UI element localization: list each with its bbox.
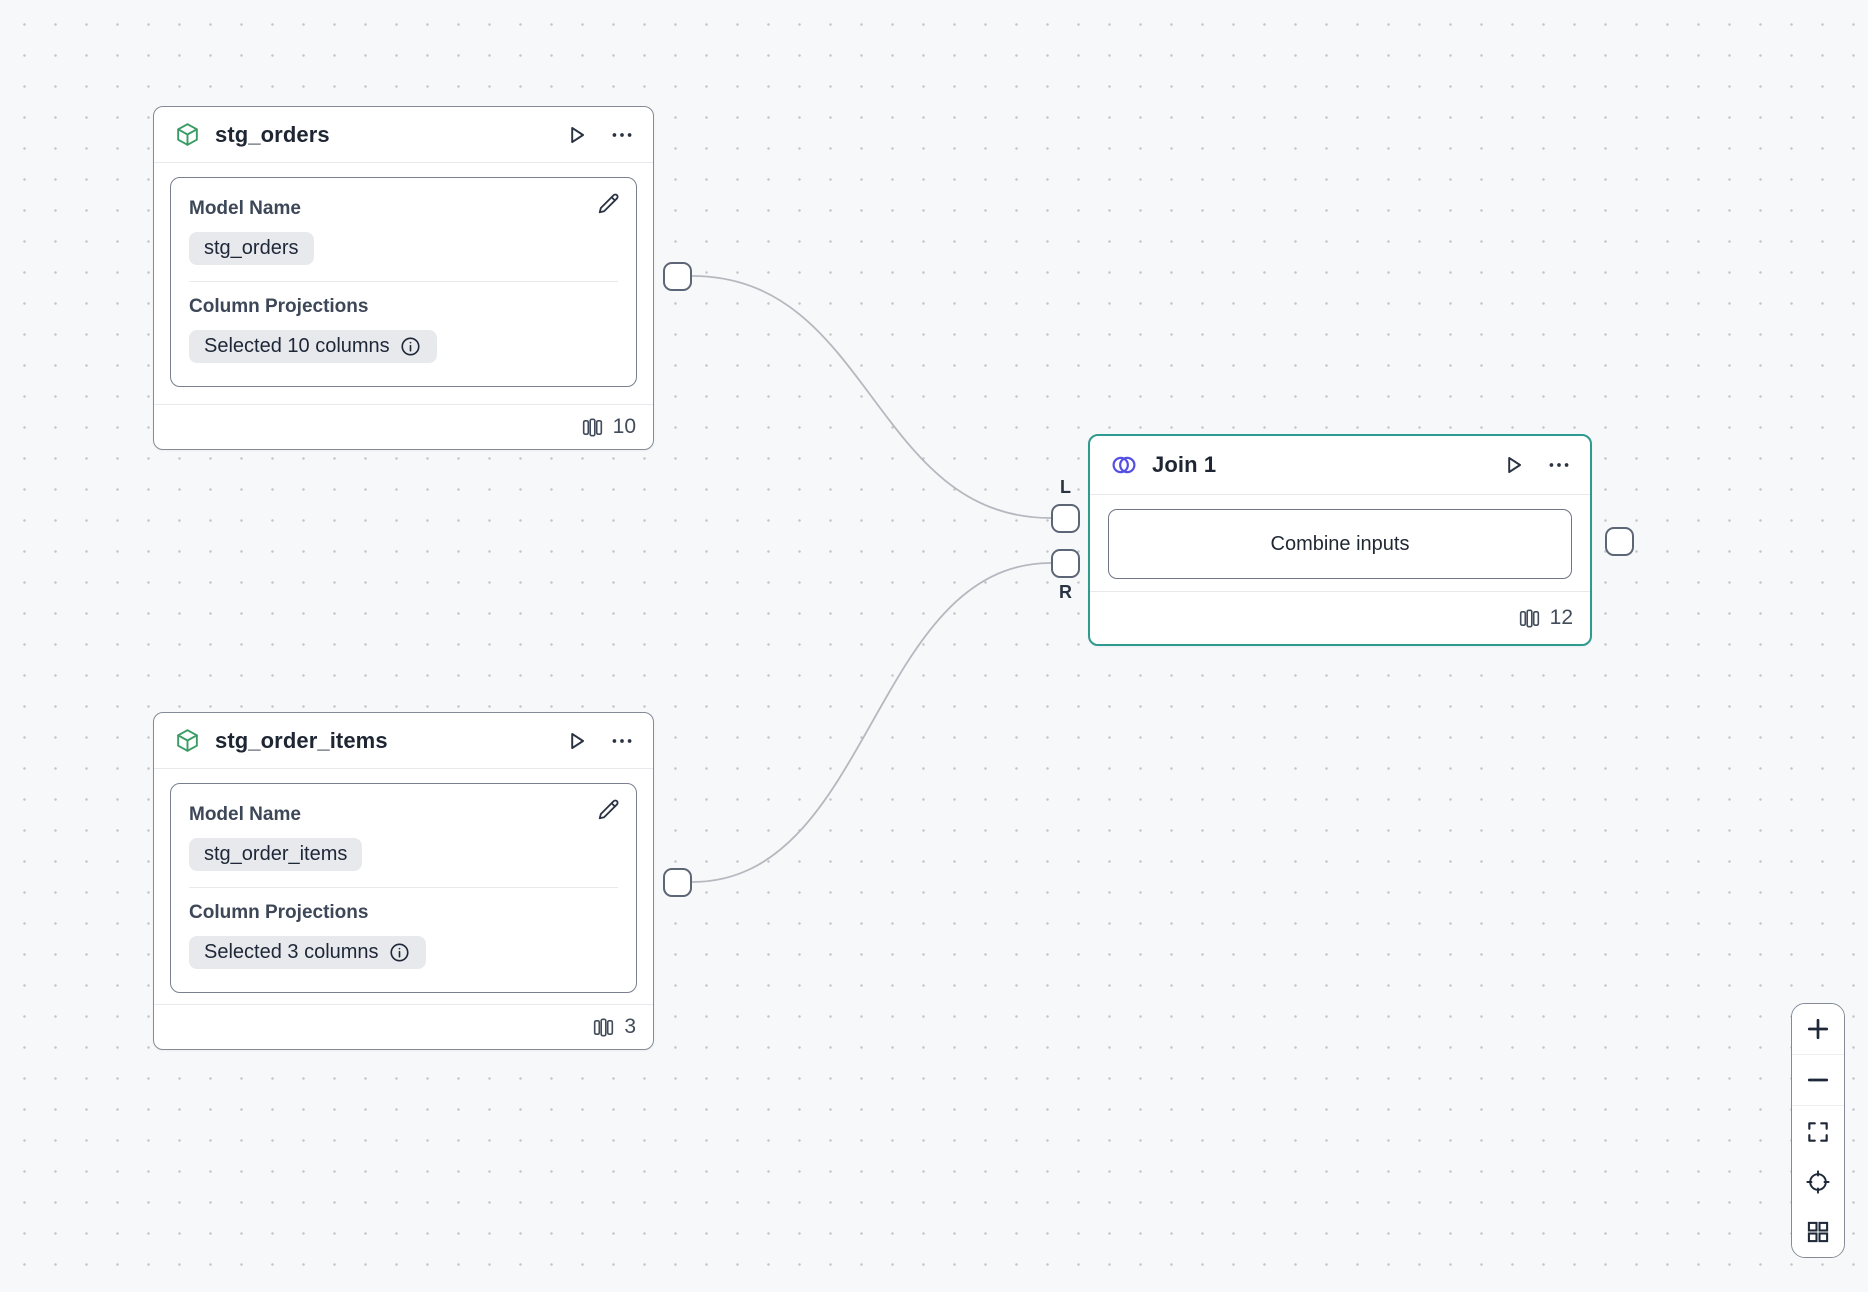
cube-icon bbox=[174, 121, 201, 148]
node-stg-orders[interactable]: stg_orders Model Name bbox=[153, 106, 654, 450]
info-circle-icon[interactable] bbox=[399, 335, 422, 358]
node-join-1[interactable]: Join 1 Combine inputs bbox=[1088, 434, 1592, 646]
column-count: 3 bbox=[624, 1015, 636, 1038]
node-stg-order-items-footer: 3 bbox=[154, 1004, 653, 1049]
column-projections-label: Column Projections bbox=[189, 902, 369, 923]
overlapping-circles-icon bbox=[1110, 451, 1138, 479]
play-icon[interactable] bbox=[561, 120, 591, 150]
minus-icon bbox=[1804, 1066, 1832, 1094]
column-projections-label: Column Projections bbox=[189, 296, 369, 317]
play-icon[interactable] bbox=[561, 726, 591, 756]
column-count: 12 bbox=[1549, 606, 1573, 629]
node-join-1-footer: 12 bbox=[1090, 591, 1590, 644]
port-stg-order-items-output[interactable] bbox=[663, 868, 692, 897]
port-label-left: L bbox=[1060, 477, 1071, 497]
pencil-icon[interactable] bbox=[595, 796, 622, 828]
cube-icon bbox=[174, 727, 201, 754]
fit-view-button[interactable] bbox=[1792, 1106, 1844, 1157]
model-config-card: Model Name stg_orders Column Projections… bbox=[170, 177, 637, 387]
canvas-controls bbox=[1791, 1003, 1845, 1258]
model-name-label: Model Name bbox=[189, 198, 301, 219]
ellipsis-icon[interactable] bbox=[607, 120, 637, 150]
combine-inputs-button[interactable]: Combine inputs bbox=[1108, 509, 1572, 579]
node-stg-orders-body: Model Name stg_orders Column Projections… bbox=[154, 163, 653, 387]
node-title: stg_orders bbox=[215, 121, 330, 147]
node-stg-order-items-header: stg_order_items bbox=[154, 713, 653, 769]
column-projections-chip: Selected 10 columns bbox=[189, 330, 437, 363]
node-join-1-body: Combine inputs bbox=[1090, 495, 1590, 579]
zoom-out-button[interactable] bbox=[1792, 1055, 1844, 1107]
model-name-chip: stg_order_items bbox=[189, 838, 363, 871]
ellipsis-icon[interactable] bbox=[607, 726, 637, 756]
columns-icon bbox=[1518, 607, 1541, 630]
port-stg-orders-output[interactable] bbox=[663, 262, 692, 291]
play-icon[interactable] bbox=[1498, 450, 1528, 480]
fit-view-icon bbox=[1805, 1119, 1831, 1145]
crosshair-icon bbox=[1805, 1169, 1831, 1195]
node-stg-order-items[interactable]: stg_order_items Model N bbox=[153, 712, 654, 1050]
node-stg-orders-footer: 10 bbox=[154, 404, 653, 449]
columns-icon bbox=[592, 1016, 615, 1039]
column-count: 10 bbox=[612, 415, 636, 438]
edge-stg-orders-to-join-left[interactable] bbox=[691, 275, 1052, 519]
column-projections-chip: Selected 3 columns bbox=[189, 936, 426, 969]
node-join-1-header: Join 1 bbox=[1090, 436, 1590, 495]
overview-grid-button[interactable] bbox=[1792, 1206, 1844, 1257]
model-name-label: Model Name bbox=[189, 804, 301, 825]
info-circle-icon[interactable] bbox=[388, 941, 411, 964]
port-label-right: R bbox=[1059, 582, 1072, 602]
port-join-input-left[interactable] bbox=[1051, 504, 1080, 533]
edge-stg-order-items-to-join-right[interactable] bbox=[691, 562, 1052, 883]
model-name-chip: stg_orders bbox=[189, 232, 314, 265]
grid-icon bbox=[1805, 1219, 1831, 1245]
locate-button[interactable] bbox=[1792, 1156, 1844, 1207]
plus-icon bbox=[1804, 1015, 1832, 1043]
port-join-output[interactable] bbox=[1605, 527, 1634, 556]
model-config-card: Model Name stg_order_items Column Projec… bbox=[170, 783, 637, 993]
ellipsis-icon[interactable] bbox=[1544, 450, 1574, 480]
node-stg-order-items-body: Model Name stg_order_items Column Projec… bbox=[154, 769, 653, 993]
port-join-input-right[interactable] bbox=[1051, 549, 1080, 578]
pencil-icon[interactable] bbox=[595, 190, 622, 222]
card-divider bbox=[189, 887, 618, 888]
node-title: stg_order_items bbox=[215, 727, 388, 753]
node-title: Join 1 bbox=[1152, 452, 1217, 477]
columns-icon bbox=[581, 416, 604, 439]
card-divider bbox=[189, 281, 618, 282]
zoom-in-button[interactable] bbox=[1792, 1004, 1844, 1056]
node-stg-orders-header: stg_orders bbox=[154, 107, 653, 163]
